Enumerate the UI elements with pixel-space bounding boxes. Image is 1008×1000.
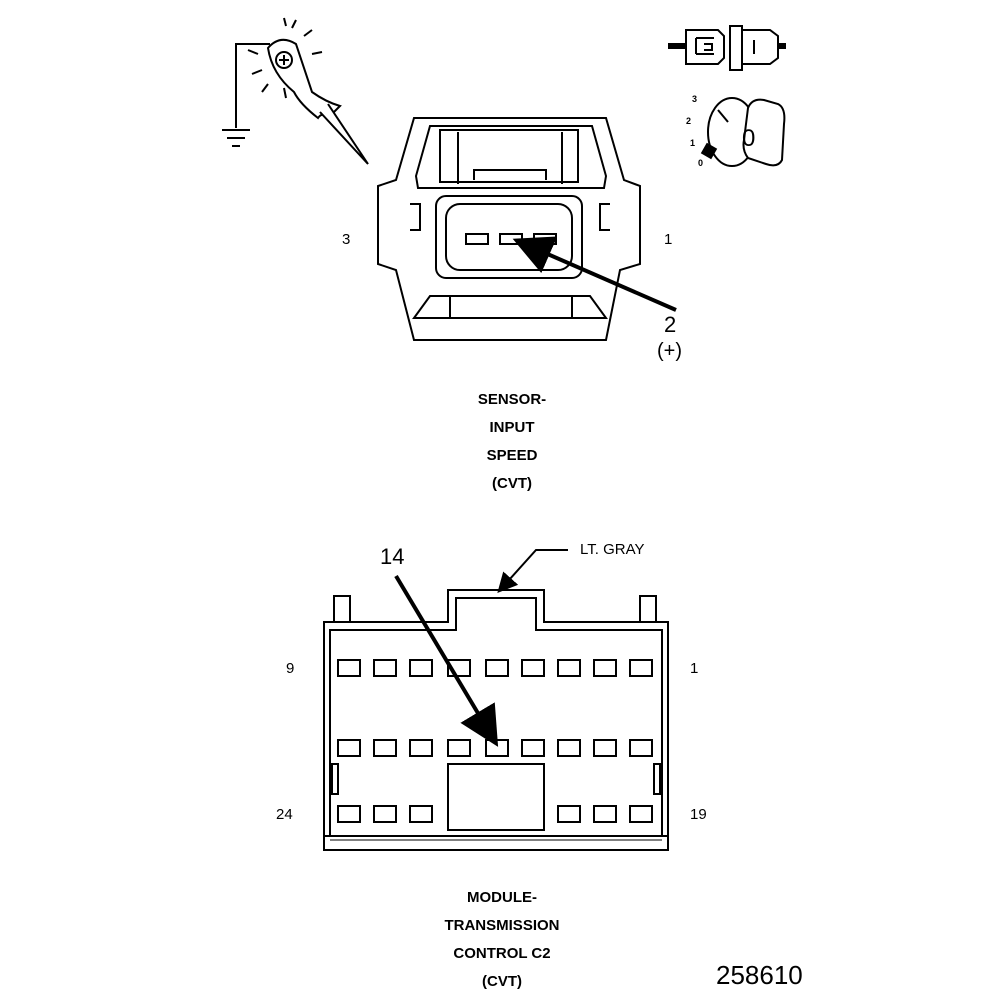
module-caption: MODULE- TRANSMISSION CONTROL C2 (CVT): [392, 884, 612, 996]
module-pin-top-right-label: 1: [690, 660, 699, 677]
module-pin-bottom-left-label: 24: [276, 806, 293, 823]
module-pin-bottom-right-label: 19: [690, 806, 707, 823]
module-probe-arrow: [394, 574, 499, 747]
module-pin-top-left-label: 9: [286, 660, 295, 677]
module-caption-line: (CVT): [482, 973, 522, 990]
sensor-probe-arrow: [512, 236, 677, 312]
color-note-leader: [497, 549, 568, 593]
connector-disconnected-icon: [668, 25, 786, 71]
sensor-probe-pin-label: 2: [664, 312, 677, 337]
module-caption-line: TRANSMISSION: [444, 917, 560, 934]
sensor-probe-polarity: (+): [657, 340, 682, 362]
key-position-3: 3: [692, 94, 697, 104]
module-connector: [323, 589, 669, 851]
sensor-caption-line: (CVT): [492, 475, 532, 492]
test-light-icon: [222, 17, 369, 165]
module-caption-line: CONTROL C2: [453, 945, 551, 962]
sensor-caption-line: SENSOR-: [477, 391, 547, 408]
sensor-pin-left-label: 3: [342, 231, 351, 248]
sensor-caption-line: INPUT: [489, 419, 535, 436]
key-position-0: 0: [698, 158, 703, 168]
figure-number: 258610: [716, 960, 803, 990]
module-probe-pin-label: 14: [380, 544, 405, 569]
key-position-1: 1: [690, 138, 695, 148]
ignition-key-icon: [700, 97, 786, 167]
module-color-note: LT. GRAY: [580, 541, 645, 558]
key-current-position: 0: [742, 125, 755, 152]
sensor-pin-right-label: 1: [664, 231, 673, 248]
sensor-caption-line: SPEED: [486, 447, 538, 464]
key-position-2: 2: [686, 116, 691, 126]
sensor-connector: [377, 117, 641, 341]
sensor-caption: SENSOR- INPUT SPEED (CVT): [402, 386, 622, 498]
module-caption-line: MODULE-: [467, 889, 537, 906]
